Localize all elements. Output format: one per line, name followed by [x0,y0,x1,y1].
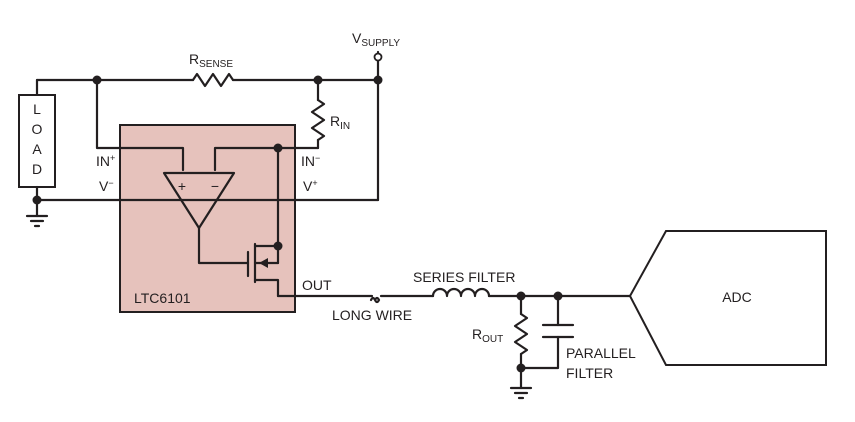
chip-name-label: LTC6101 [134,290,191,306]
cap-bottom-wire [519,335,560,370]
rin-label: RIN [330,113,350,132]
in-minus-wire [213,146,320,172]
load-label: L O A D [32,101,43,177]
rout-label: ROUT [472,326,503,345]
ground-symbol-out [509,386,533,400]
opamp-triangle [162,171,236,230]
adc-label: ADC [722,289,752,305]
rsense-resistor [191,72,235,88]
in-plus-label: IN+ [96,153,115,169]
svg-text:L: L [33,101,41,117]
long-wire-break [369,296,381,304]
long-wire-label: LONG WIRE [332,307,412,323]
svg-text:D: D [32,161,42,177]
vsupply-terminal [373,52,383,62]
load-box [18,94,56,188]
in-plus-wire [95,78,185,172]
opamp-output-wire [197,226,250,265]
ltc6101-chip-body [119,124,296,313]
rin-resistor [310,98,326,142]
parallel-filter-label-1: PARALLEL [566,345,636,361]
v-plus-label: V+ [303,178,318,194]
svg-text:A: A [32,141,42,157]
out-label: OUT [302,277,332,293]
parallel-filter-label-2: FILTER [566,365,613,381]
adc-block [628,230,827,366]
ground-symbol-load [25,214,49,228]
series-filter-label: SERIES FILTER [413,269,515,285]
junction-dots [32,75,563,373]
opamp-minus-sign: − [211,178,219,194]
vsupply-label: VSUPPLY [352,30,400,49]
in-minus-label: IN− [301,153,320,169]
rout-resistor [513,312,529,356]
v-minus-label: V− [99,178,114,194]
rsense-label: RSENSE [189,51,233,70]
svg-text:O: O [32,121,43,137]
opamp-plus-sign: + [178,178,186,194]
mosfet-out-lead [253,278,280,298]
mosfet-arrow [259,258,268,268]
series-filter-inductor [431,287,491,298]
